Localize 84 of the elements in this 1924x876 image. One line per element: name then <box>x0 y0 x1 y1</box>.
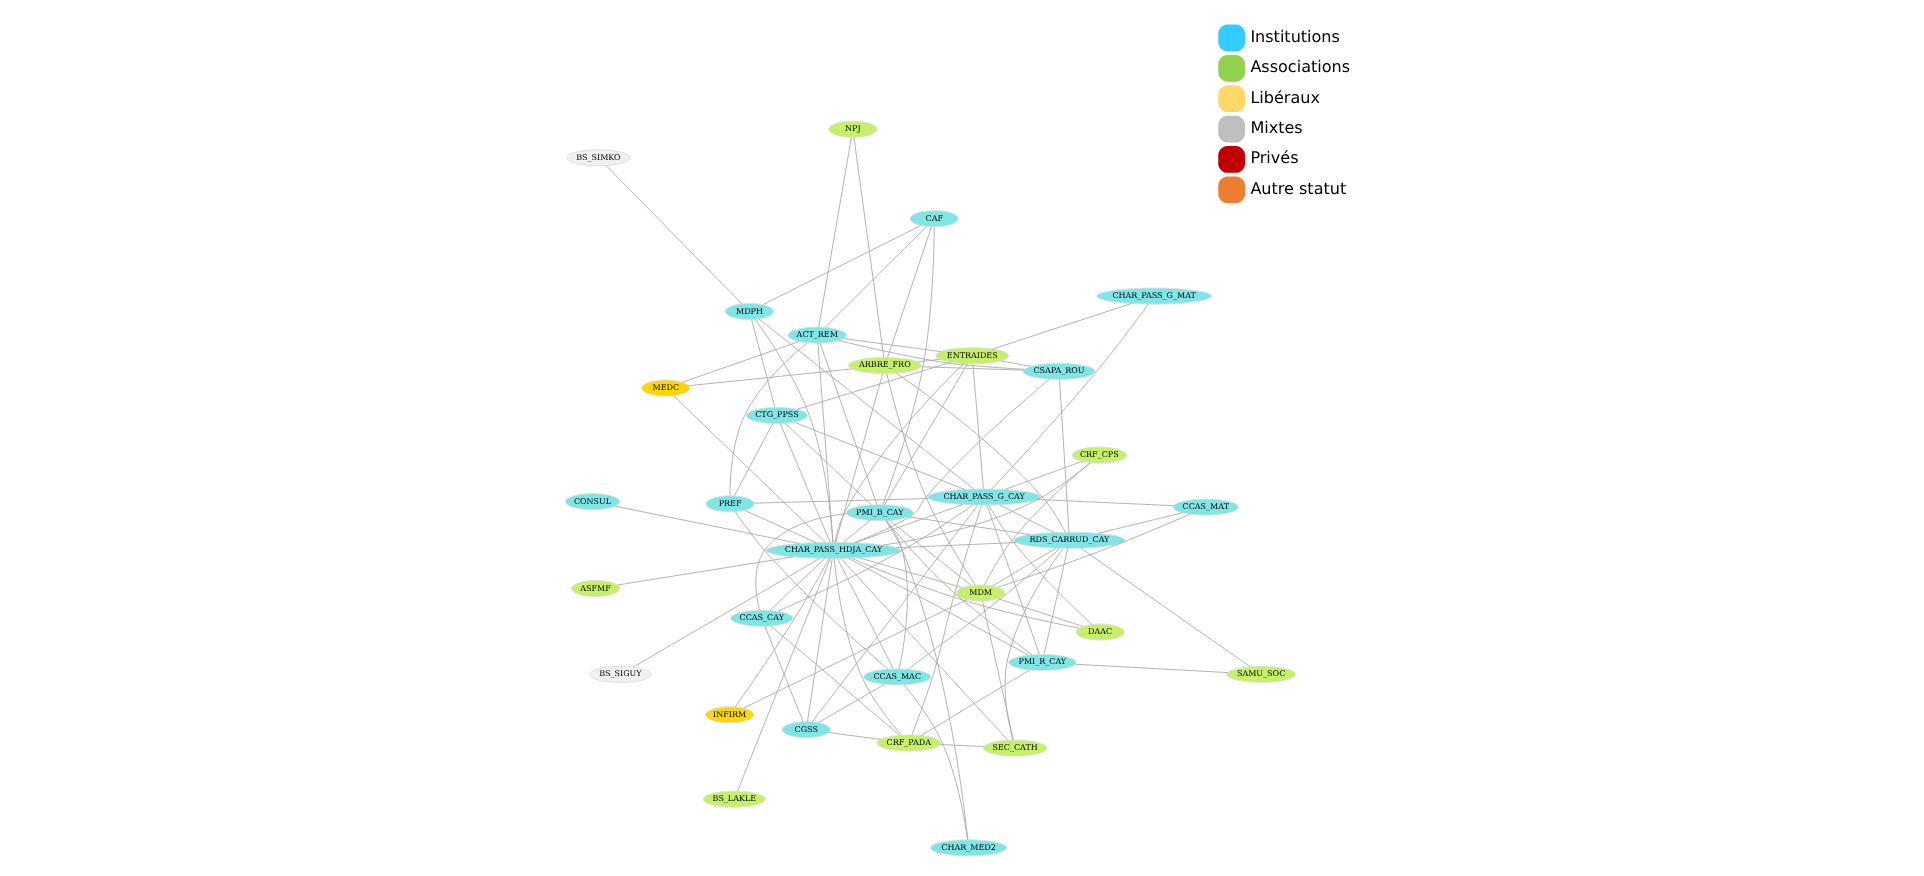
connector <box>734 423 774 497</box>
connector <box>997 598 1084 627</box>
connector <box>911 504 982 736</box>
connector <box>972 363 984 490</box>
connector <box>939 744 985 747</box>
connector <box>854 504 964 544</box>
connector <box>988 504 1093 625</box>
connector <box>605 165 743 305</box>
connector <box>1000 360 1032 367</box>
connector <box>837 558 894 670</box>
connector <box>843 338 942 353</box>
connector <box>886 520 908 670</box>
connector <box>992 547 1057 587</box>
connector <box>1059 379 1070 533</box>
connector <box>817 342 834 543</box>
connector <box>982 600 1014 741</box>
connector <box>896 372 1066 533</box>
connector <box>824 226 927 328</box>
connector <box>807 558 833 722</box>
connector <box>688 368 852 387</box>
connector <box>886 373 976 586</box>
connector <box>753 498 930 504</box>
connector <box>743 599 968 709</box>
connector <box>842 520 871 543</box>
connector <box>847 557 1030 656</box>
connector <box>828 732 881 740</box>
connector <box>853 136 885 358</box>
connector <box>999 504 1055 533</box>
connector <box>1097 512 1184 534</box>
connector <box>673 395 826 543</box>
connector <box>755 513 847 611</box>
connector <box>882 462 1091 546</box>
connector <box>769 558 826 611</box>
connector <box>908 516 1031 535</box>
connector <box>779 423 831 543</box>
connector <box>984 462 1091 586</box>
connector <box>682 341 800 383</box>
connector <box>834 363 965 543</box>
connector <box>889 519 972 586</box>
connector <box>991 303 1149 490</box>
connector <box>992 303 1132 350</box>
connector <box>833 558 902 736</box>
connector <box>818 137 852 328</box>
connector <box>917 358 940 363</box>
connector <box>907 548 1061 670</box>
connector <box>920 669 1031 737</box>
connector <box>885 520 969 841</box>
connector <box>838 340 1025 370</box>
connector <box>819 342 878 505</box>
connector <box>896 542 1017 549</box>
connector <box>859 557 963 589</box>
connector <box>997 513 1191 588</box>
connector <box>751 319 776 408</box>
connector <box>784 422 873 506</box>
connector <box>796 361 952 410</box>
connector <box>1004 548 1064 741</box>
connector <box>986 504 1040 655</box>
connector <box>920 366 1024 371</box>
connector <box>617 556 794 586</box>
connector <box>1080 547 1251 668</box>
connector <box>632 557 821 668</box>
connector <box>835 373 884 543</box>
connector <box>734 558 830 708</box>
connector <box>770 625 901 736</box>
connector <box>1043 547 1069 655</box>
connector <box>764 626 804 723</box>
connector <box>734 511 889 670</box>
connector <box>884 363 968 506</box>
connector <box>818 684 885 723</box>
connector <box>887 226 932 358</box>
connector <box>758 318 975 490</box>
connector <box>882 226 935 505</box>
connector <box>754 318 834 543</box>
connector <box>853 378 1050 544</box>
connector <box>885 520 1033 656</box>
connector <box>744 509 817 543</box>
connector <box>1037 499 1175 507</box>
connector <box>614 505 800 544</box>
connector <box>903 684 968 841</box>
connector <box>1074 663 1229 674</box>
connector <box>793 421 966 490</box>
connector <box>762 224 922 306</box>
connector <box>1004 460 1083 490</box>
connector <box>851 557 1080 629</box>
